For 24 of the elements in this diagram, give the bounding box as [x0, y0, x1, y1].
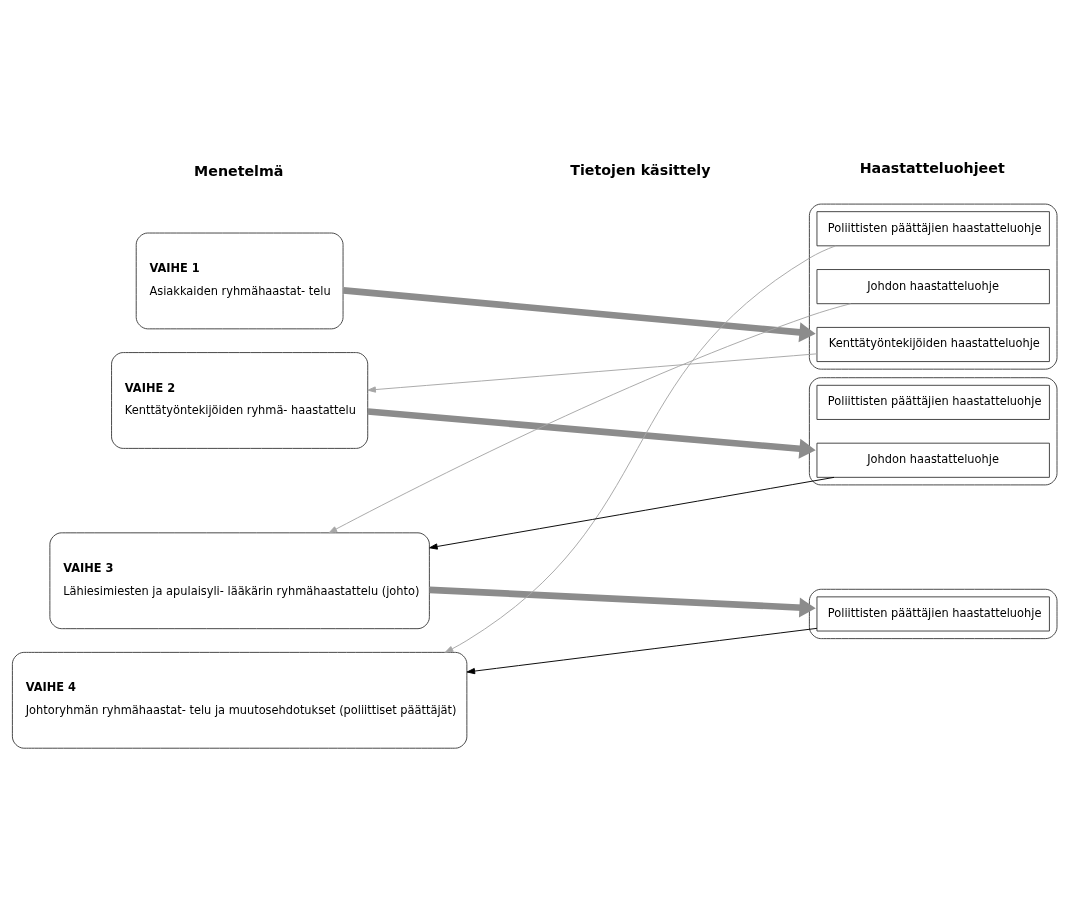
label: Tietojen käsittely [570, 162, 711, 179]
arrow [429, 476, 835, 550]
arrow [429, 586, 816, 618]
node-box: VAIHE 1 Asiakkaiden ryhmähaastat- telu [135, 232, 344, 330]
arrow [466, 627, 818, 675]
node-box: Poliittisten päättäjien haastatteluohje [816, 384, 1050, 420]
arrow [367, 353, 818, 393]
node-box: Johdon haastatteluohje [816, 269, 1050, 305]
arrow [343, 287, 816, 343]
cluster [808, 377, 1058, 486]
arrow [367, 408, 816, 459]
arrow [444, 245, 836, 653]
node-box: Poliittisten päättäjien haastatteluohje [816, 596, 1050, 632]
arrow [328, 303, 852, 534]
cluster [808, 203, 1058, 370]
label: Menetelmä [194, 163, 284, 180]
label: Haastatteluohjeet [859, 160, 1005, 177]
cluster [808, 588, 1058, 640]
node-box: VAIHE 3 Lähiesimiesten ja apulaisyli- lääkärin ryhmähaastattelu (johto) [49, 532, 430, 630]
node-box: VAIHE 2 Kenttätyöntekijöiden ryhmä- haastattelu [111, 352, 369, 449]
node-box: Johdon haastatteluohje [816, 442, 1050, 478]
node-box: Kenttätyöntekijöiden haastatteluohje [816, 326, 1050, 363]
node-box: Poliittisten päättäjien haastatteluohje [816, 211, 1050, 247]
node-box: VAIHE 4 Johtoryhmän ryhmähaastat- telu ja muutosehdotukset (poliittiset päättäjät) [11, 651, 468, 749]
